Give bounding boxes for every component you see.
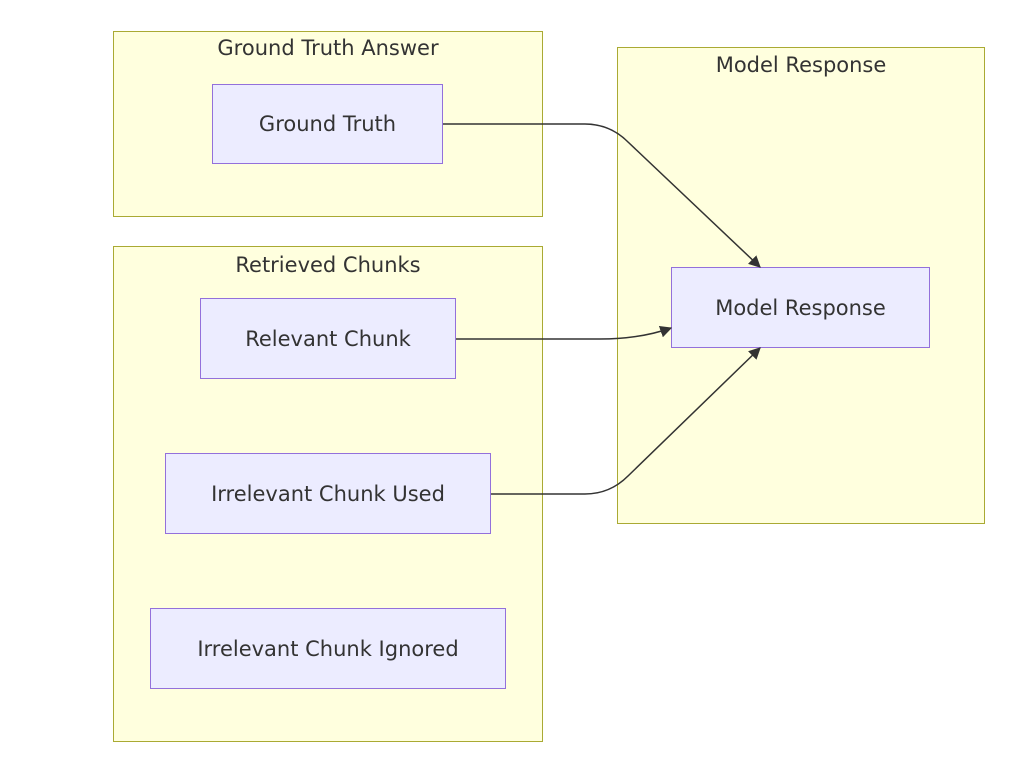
node-irrelevant-chunk-ignored[interactable]: Irrelevant Chunk Ignored (150, 608, 506, 689)
node-model-response[interactable]: Model Response (671, 267, 930, 348)
node-ground-truth[interactable]: Ground Truth (212, 84, 443, 164)
node-label-irrelevant-chunk-ignored: Irrelevant Chunk Ignored (197, 636, 459, 661)
cluster-title-ground-truth-answer: Ground Truth Answer (217, 36, 439, 60)
node-relevant-chunk[interactable]: Relevant Chunk (200, 298, 456, 379)
cluster-title-retrieved-chunks: Retrieved Chunks (235, 253, 421, 277)
cluster-title-model-response: Model Response (715, 53, 887, 77)
node-label-irrelevant-chunk-used: Irrelevant Chunk Used (211, 481, 445, 506)
node-label-ground-truth: Ground Truth (258, 112, 397, 136)
node-label-model-response: Model Response (715, 295, 886, 320)
node-irrelevant-chunk-used[interactable]: Irrelevant Chunk Used (165, 453, 491, 534)
node-label-relevant-chunk: Relevant Chunk (245, 326, 411, 351)
